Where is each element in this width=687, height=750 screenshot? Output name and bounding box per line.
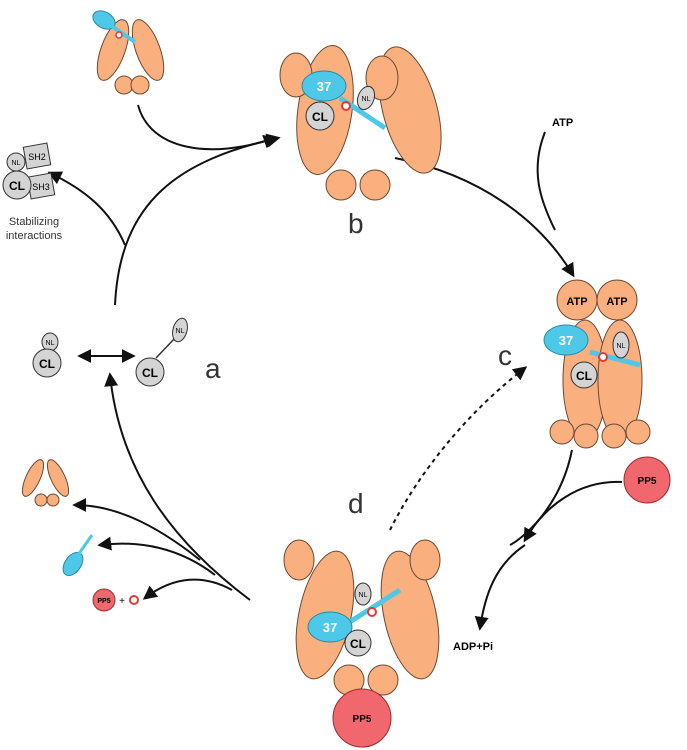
arrow-atp-in [536,131,556,231]
cl-lobe-d [344,629,372,657]
nl-lobe-d [354,582,372,606]
nl-label-c: NL [617,343,626,350]
arrow-release-cdc37 [97,536,216,576]
cl-label-a1: CL [39,357,55,371]
nl-label: NL [12,160,21,167]
nl-lobe-c [612,331,630,359]
arrow-release-hsp90 [72,498,201,561]
complex-d: 37 NL CL PP5 [283,539,441,748]
arrow-a-to-b [114,133,281,306]
sh2-domain [22,142,52,170]
nl-label-b: NL [362,96,371,103]
cdc37-label-d: 37 [323,620,337,635]
released-phosphate [129,595,139,605]
pp5-bound-label: PP5 [353,714,372,725]
sh3-label: SH3 [32,182,50,192]
arrow-pp5-in [523,480,623,543]
cdc37-label-c: 37 [559,333,573,348]
cl-label: CL [9,179,25,193]
stage-label-d: d [348,488,364,519]
pp5-bound [332,688,392,748]
phospho-site-d [367,607,377,617]
cl-lobe-c [570,361,598,389]
arrow-d-to-a [104,372,251,601]
cdc37-domain [301,70,347,102]
atp-site-left: ATP [566,296,587,308]
arrow-c-down [509,449,573,546]
cdc37-tail-c [589,349,641,368]
stabilizing-label-line2: interactions [6,230,63,242]
phospho-site-b [341,101,351,111]
arrow-to-adp [474,544,526,631]
complex-topleft-small [92,10,165,95]
released-pp5 [92,588,116,612]
stabilizing-label-line1: Stabilizing [9,216,59,228]
stage-label-b: b [348,208,364,239]
cdc37-domain-c [543,324,589,356]
cdc37-label-b: 37 [317,79,331,94]
nl-label-a2: NL [176,328,185,335]
released-cdc37 [62,534,94,577]
kinase-states-a: NL CL NL CL [32,317,188,387]
arrow-release-pp5 [142,578,233,600]
stage-label-a: a [205,353,221,384]
cl-lobe-b [305,101,335,131]
stabilizing-interactions-group: SH2 SH3 NL CL Stabilizing interactions [2,142,63,242]
cl-label-c: CL [576,369,592,383]
cdc37-domain-d [307,611,353,643]
arrow-topleft-to-b [137,104,278,151]
complex-b: 37 NL CL [279,45,442,201]
cl-label-b: CL [312,110,328,124]
nl-label-d: NL [359,592,368,599]
cycle-arrows [47,104,623,631]
arrow-to-stabilizing [47,171,126,246]
pp5-free-label: PP5 [638,476,657,487]
nl-lobe-b [356,85,376,111]
cl-lobe [2,170,32,200]
complex-c: ATP ATP 37 NL CL [543,279,651,449]
phospho-site-c [598,352,608,362]
arrow-d-to-c-dotted [389,366,528,531]
released-components: PP5 + [21,459,139,612]
cl-label-a2: CL [142,366,158,380]
cl-label-d: CL [350,637,366,651]
released-pp5-label: PP5 [97,598,110,605]
adp-label: ADP+Pi [453,641,493,653]
nl-label-a1: NL [46,340,55,347]
plus-sign: + [119,596,125,607]
released-hsp90 [21,459,70,507]
stage-label-c: c [498,340,512,371]
atp-label: ATP [552,117,573,129]
arrow-b-to-c [394,157,575,278]
atp-site-right: ATP [606,296,627,308]
sh2-label: SH2 [28,152,46,162]
pp5-free: PP5 [623,456,671,504]
